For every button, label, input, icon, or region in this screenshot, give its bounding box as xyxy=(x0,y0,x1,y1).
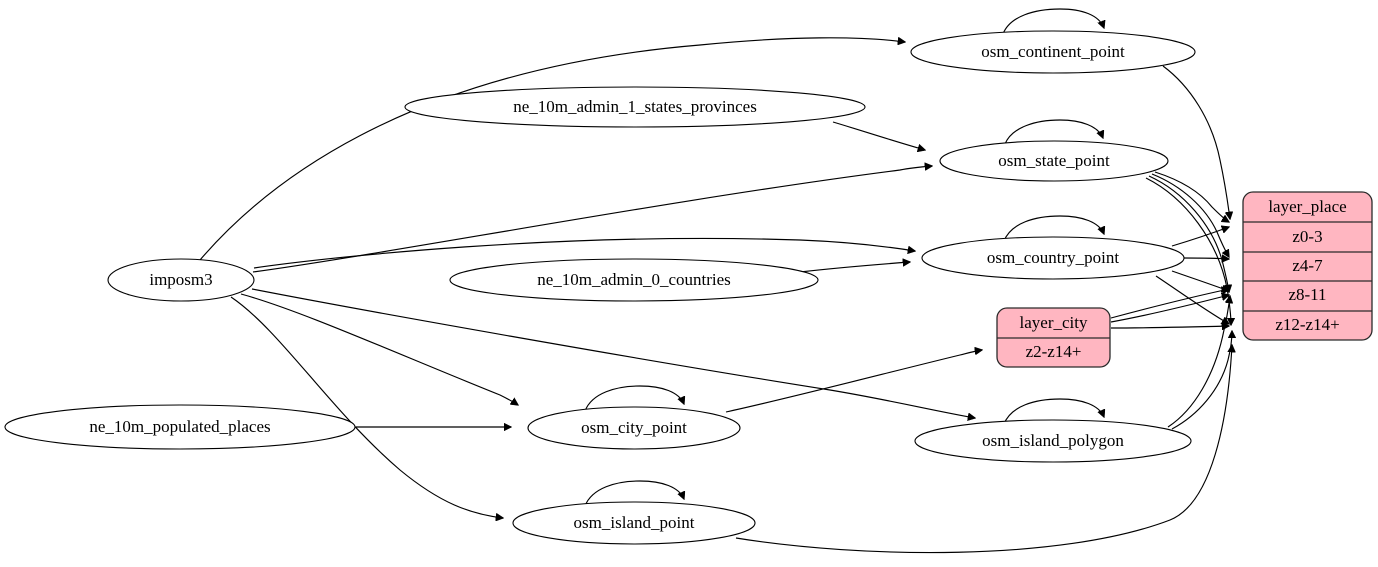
node-ne_10m_populated_places[interactable]: ne_10m_populated_places xyxy=(4,404,356,450)
node-osm_country_point[interactable]: osm_country_point xyxy=(921,236,1185,280)
edge-osm_state_point-to-layer_place-z0-3 xyxy=(1154,171,1229,222)
edge-osm_country_point-to-layer_place-z12-z14 xyxy=(1155,275,1229,324)
layer_city-row-z2-z14[interactable]: z2-z14+ xyxy=(1026,342,1082,361)
edge-imposm3-to-osm_island_point xyxy=(230,296,503,518)
edge-imposm3-to-osm_island_polygon xyxy=(251,288,975,418)
layer_place-header-label: layer_place xyxy=(1268,197,1346,216)
edge-imposm3-to-osm_city_point xyxy=(240,293,518,405)
selfloop-osm_country_point xyxy=(1003,215,1104,242)
edge-imposm3-to-osm_state_point xyxy=(252,166,932,273)
node-ne_10m_admin_0_countries-label: ne_10m_admin_0_countries xyxy=(537,270,731,289)
layer_place-row-z0-3[interactable]: z0-3 xyxy=(1292,227,1322,246)
node-ne_10m_admin_1_states_provinces[interactable]: ne_10m_admin_1_states_provinces xyxy=(404,86,866,128)
node-osm_country_point-label: osm_country_point xyxy=(987,248,1119,267)
node-imposm3-label: imposm3 xyxy=(149,270,212,289)
edge-imposm3-to-osm_continent_point xyxy=(199,38,905,261)
edge-osm_continent_point-to-layer_place-z0-3 xyxy=(1162,65,1230,219)
node-layer_city[interactable]: layer_city z2-z14+ xyxy=(996,307,1111,368)
node-osm_island_polygon-label: osm_island_polygon xyxy=(982,431,1124,450)
layer_place-row-z4-7[interactable]: z4-7 xyxy=(1292,256,1323,275)
edge-osm_island_polygon-to-layer_place-z8-11 xyxy=(1167,296,1230,428)
node-ne_10m_admin_0_countries[interactable]: ne_10m_admin_0_countries xyxy=(449,258,819,302)
node-imposm3[interactable]: imposm3 xyxy=(107,258,255,302)
selfloop-osm_continent_point xyxy=(1002,8,1104,35)
edge-osm_country_point-to-layer_place-z0-3 xyxy=(1171,227,1229,247)
layer_place-row-z12-z14[interactable]: z12-z14+ xyxy=(1275,315,1339,334)
layer_city-header-label: layer_city xyxy=(1020,313,1088,332)
node-ne_10m_populated_places-label: ne_10m_populated_places xyxy=(89,417,270,436)
selfloop-osm_city_point xyxy=(584,385,684,412)
edge-osm_country_point-to-layer_place-z8-11 xyxy=(1171,270,1229,291)
node-layer: imposm3 ne_10m_admin_1_states_provinces … xyxy=(4,30,1373,545)
edge-layer_city-to-layer_place-z12-z14 xyxy=(1110,326,1229,328)
edge-osm_state_point-to-layer_place-z8-11 xyxy=(1148,175,1229,292)
edge-layer_city-to-layer_place-alt xyxy=(1110,289,1229,319)
node-osm_state_point[interactable]: osm_state_point xyxy=(939,140,1169,182)
edge-ne_admin1-to-osm_state_point xyxy=(832,121,925,150)
node-osm_island_point-label: osm_island_point xyxy=(574,513,695,532)
node-layer_place[interactable]: layer_place z0-3 z4-7 z8-11 z12-z14+ xyxy=(1242,191,1373,341)
layer_place-row-z8-11[interactable]: z8-11 xyxy=(1288,285,1326,304)
edge-layer_city-to-layer_place-z8-11 xyxy=(1110,295,1229,323)
edge-osm_country_point-to-layer_place-z4-7 xyxy=(1183,258,1229,259)
edge-osm_island_point-to-layer_place-z12-z14 xyxy=(735,345,1232,554)
node-osm_continent_point-label: osm_continent_point xyxy=(981,42,1125,61)
node-ne_10m_admin_1_states_provinces-label: ne_10m_admin_1_states_provinces xyxy=(513,97,757,116)
edge-layer xyxy=(199,8,1232,554)
selfloop-osm_island_polygon xyxy=(1003,398,1104,425)
edge-osm_state_point-to-layer_place-z4-7 xyxy=(1151,173,1229,257)
node-osm_island_point[interactable]: osm_island_point xyxy=(512,501,756,545)
selfloop-osm_state_point xyxy=(1004,119,1103,145)
node-osm_island_polygon[interactable]: osm_island_polygon xyxy=(914,419,1192,463)
selfloop-osm_island_point xyxy=(584,480,684,507)
edge-imposm3-to-osm_country_point xyxy=(253,237,915,269)
node-osm_state_point-label: osm_state_point xyxy=(998,151,1110,170)
edge-ne_admin0-to-osm_country_point xyxy=(799,262,910,273)
node-osm_city_point[interactable]: osm_city_point xyxy=(527,406,741,450)
edge-osm_city_point-to-layer_city xyxy=(725,350,982,413)
edge-osm_state_point-to-layer_place-z12-z14 xyxy=(1145,177,1231,325)
node-osm_city_point-label: osm_city_point xyxy=(581,418,687,437)
edge-osm_island_polygon-to-layer_place-z12-z14 xyxy=(1171,331,1232,430)
node-osm_continent_point[interactable]: osm_continent_point xyxy=(910,30,1196,74)
